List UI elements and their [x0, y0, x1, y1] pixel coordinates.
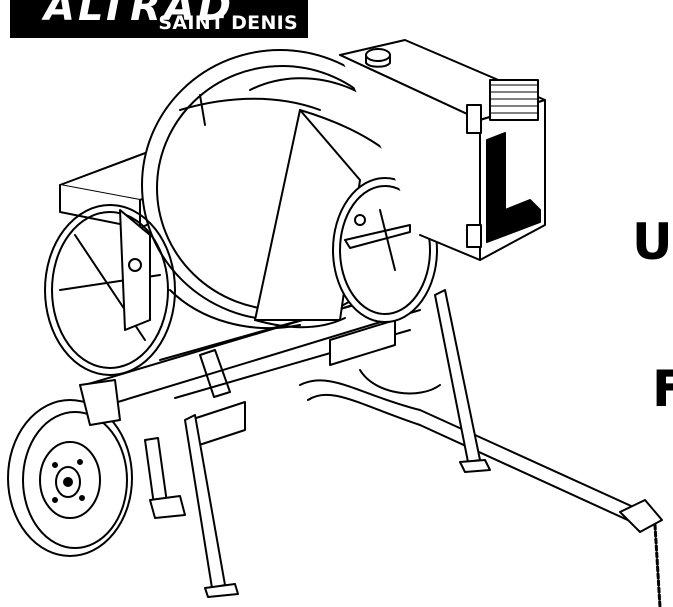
brand-logo: ALTRAD SAINT DENIS [10, 0, 308, 38]
edge-letter-f: F [652, 360, 673, 418]
handwheel [44, 204, 176, 376]
brand-logo-top-text: ALTRAD [44, 0, 235, 30]
support-legs [144, 289, 491, 598]
tow-bar [299, 379, 663, 607]
front-wheel [7, 379, 133, 557]
motor-housing [339, 39, 546, 261]
edge-letter-u: U [632, 213, 673, 271]
brand-logo-subtitle: SAINT DENIS [158, 12, 298, 34]
rear-wheel [359, 369, 441, 395]
